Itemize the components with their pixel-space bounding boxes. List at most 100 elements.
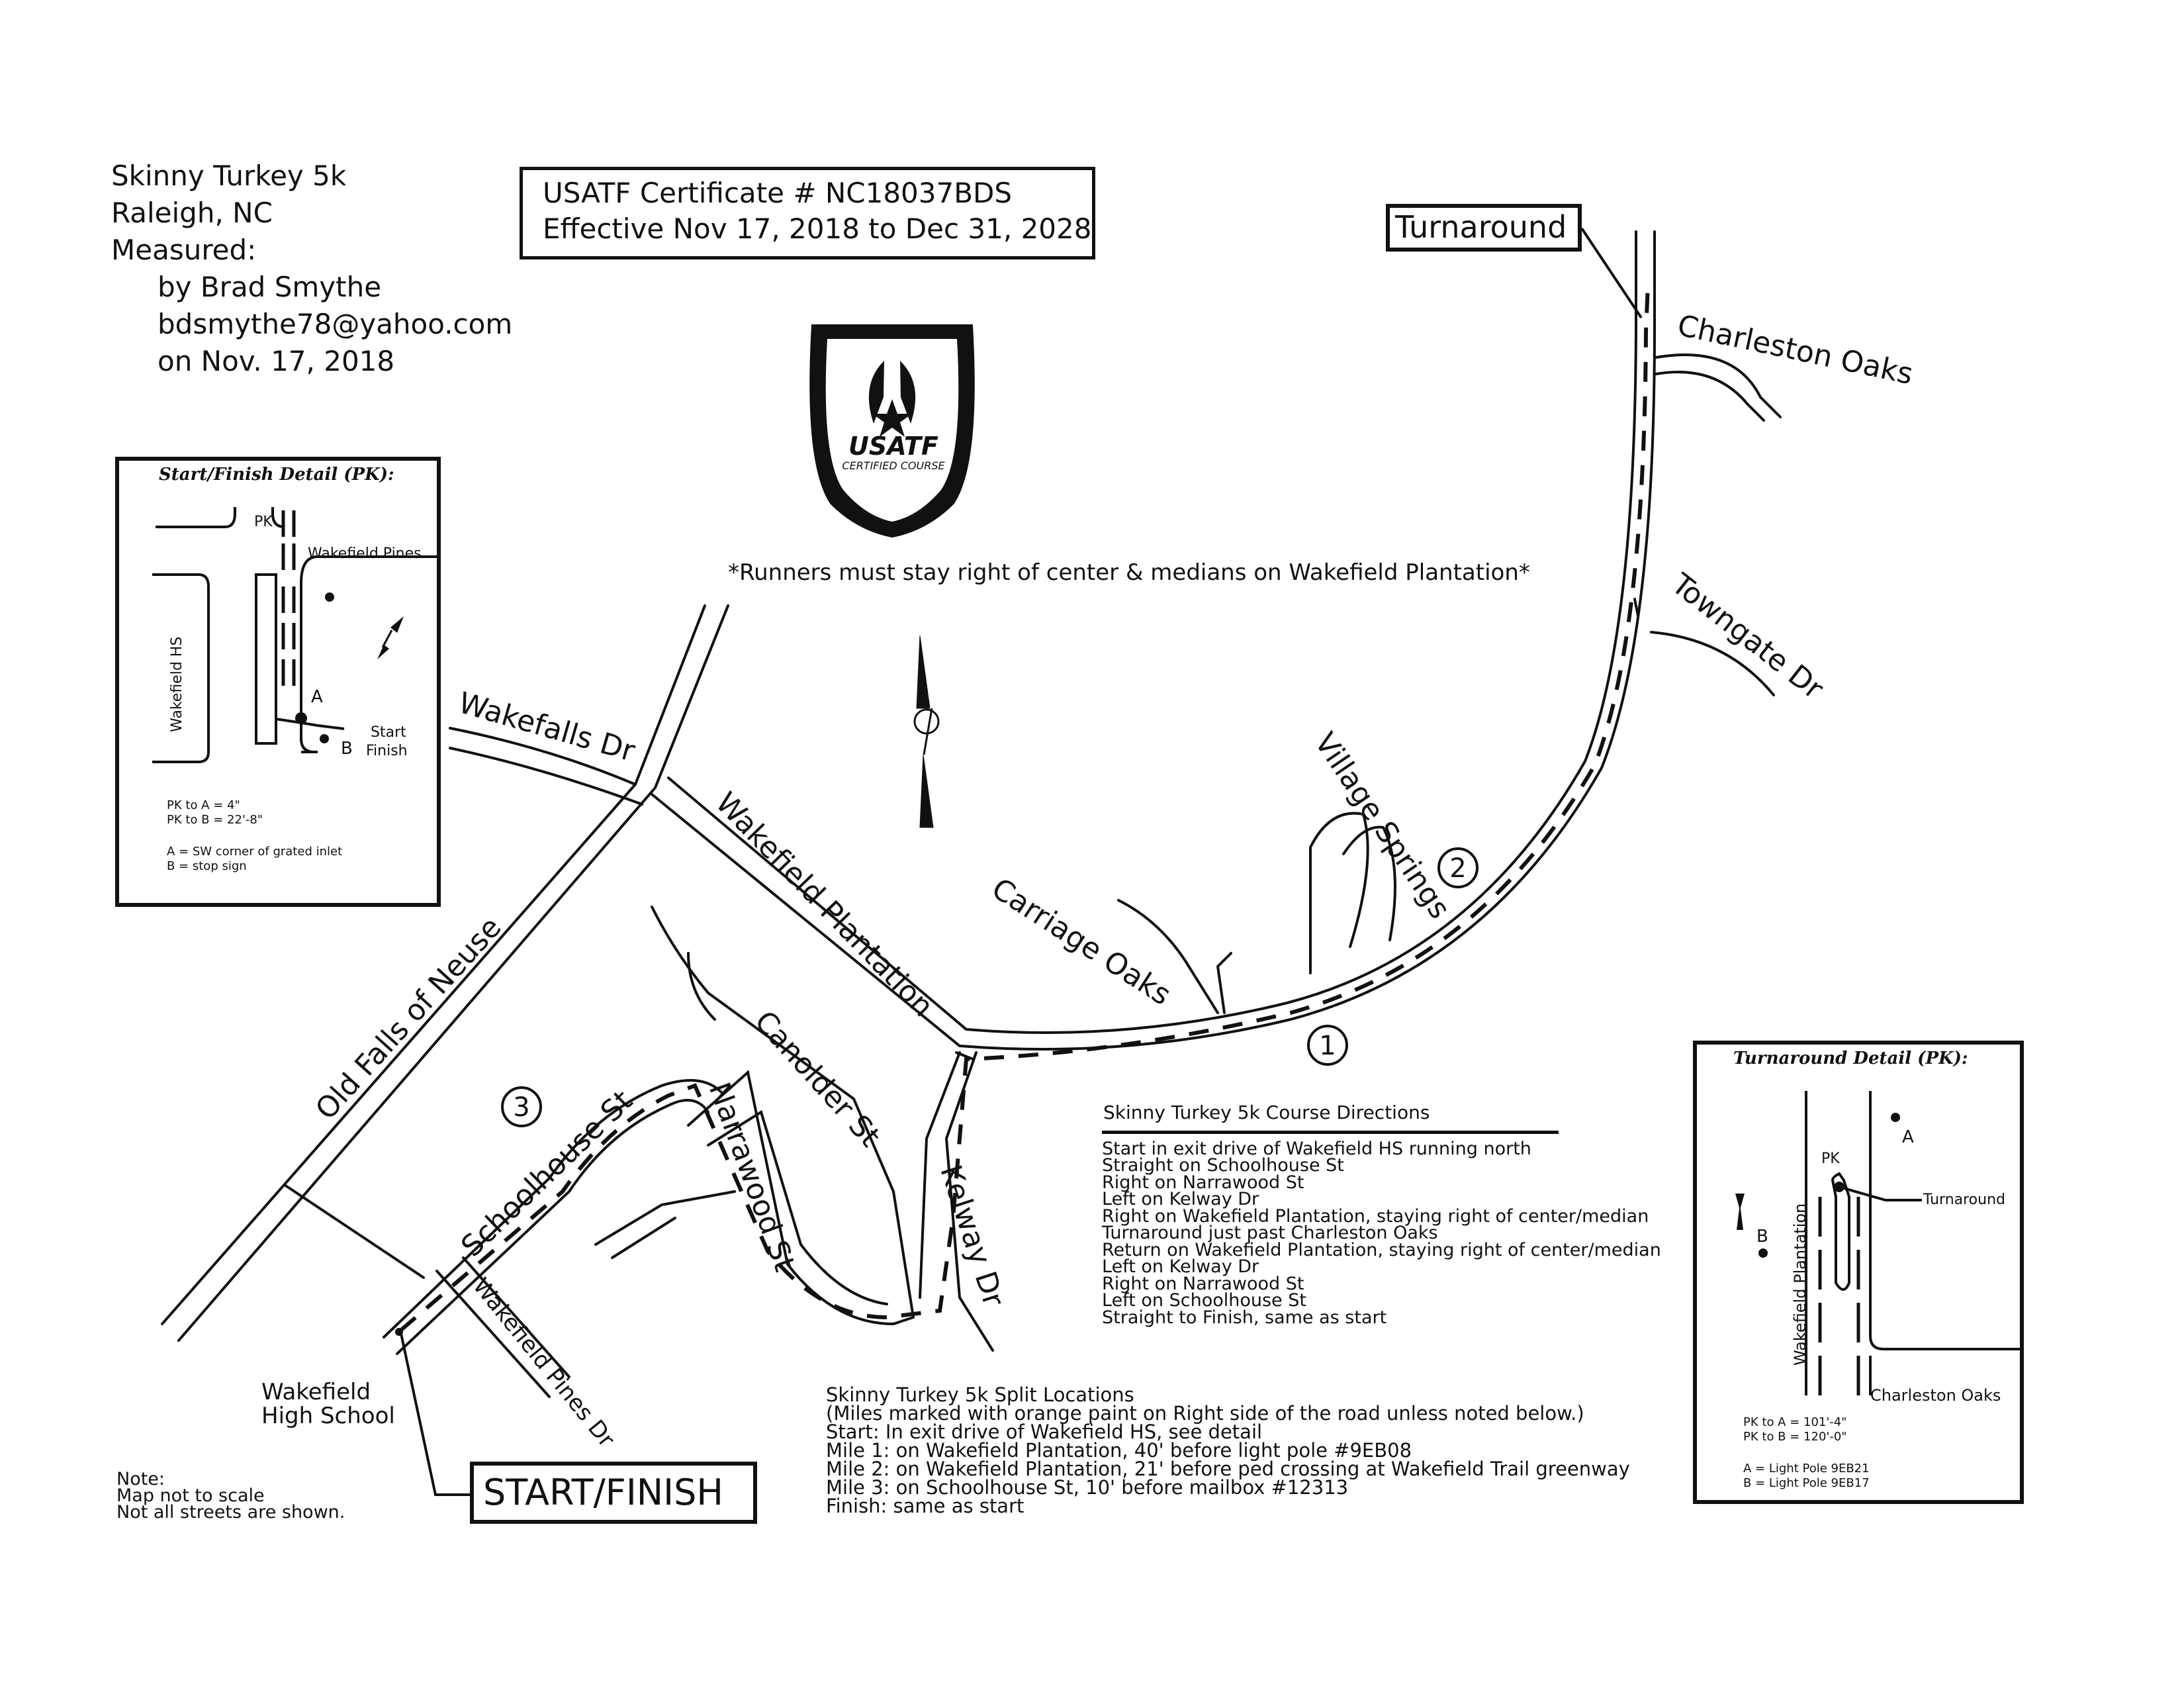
start-finish-leader — [399, 1330, 470, 1496]
turn-detail-a: A — [1902, 1127, 1914, 1147]
start-detail-pk-to-b: PK to B = 22'-8" — [167, 813, 263, 827]
start-detail-b-def: B = stop sign — [167, 859, 247, 873]
start-detail-finish: Finish — [366, 743, 408, 759]
direction-step: Straight on Schoolhouse St — [1102, 1155, 1344, 1176]
badge-subtitle: CERTIFIED COURSE — [842, 459, 945, 472]
road-wakefield-plantation — [651, 230, 1656, 1051]
direction-step: Left on Schoolhouse St — [1102, 1290, 1306, 1311]
usatf-badge — [809, 324, 975, 538]
road-kelway — [919, 1051, 961, 1299]
turnaround-label: Turnaround — [1386, 204, 1582, 252]
turn-detail-a-def: A = Light Pole 9EB21 — [1743, 1462, 1870, 1476]
road-towngate-edge — [1633, 598, 1639, 617]
turnaround-leader — [1580, 227, 1643, 319]
start-detail-b: B — [341, 739, 353, 759]
direction-step: Right on Narrawood St — [1102, 1273, 1304, 1294]
start-detail-start: Start — [371, 724, 406, 741]
race-location: Raleigh, NC — [111, 197, 273, 229]
direction-step: Right on Narrawood St — [1102, 1172, 1304, 1193]
road-carriage-oaks — [1117, 899, 1219, 1014]
road-canolder — [651, 906, 915, 1319]
start-detail-a: A — [311, 687, 323, 707]
road-village-springs — [1309, 812, 1369, 974]
wakefield-hs-line1: Wakefield — [261, 1379, 371, 1405]
start-detail-drawing — [152, 507, 437, 763]
road-charleston-oaks — [1655, 353, 1782, 418]
direction-step: Right on Wakefield Plantation, staying r… — [1102, 1205, 1649, 1227]
direction-step: Turnaround just past Charleston Oaks — [1102, 1223, 1438, 1243]
direction-step: Start in exit drive of Wakefield HS runn… — [1102, 1138, 1531, 1159]
direction-step: Return on Wakefield Plantation, staying … — [1102, 1239, 1661, 1260]
split-line: Finish: same as start — [826, 1495, 1024, 1517]
course-route — [399, 284, 1650, 1333]
road-schoolhouse — [383, 1079, 723, 1338]
turn-detail-title: Turnaround Detail (PK): — [1733, 1049, 1968, 1068]
measured-date: on Nov. 17, 2018 — [158, 345, 395, 377]
wakefield-hs-line2: High School — [261, 1403, 395, 1429]
wakefield-high-school-label: Wakefield High School — [261, 1380, 395, 1428]
road-narrawood-edge — [707, 1109, 888, 1305]
road-canolder-edge — [687, 952, 716, 1021]
road-junction — [955, 1051, 974, 1060]
certificate-effective: Effective Nov 17, 2018 to Dec 31, 2028 — [543, 212, 1092, 245]
turn-detail-pk-to-b: PK to B = 120'-0" — [1743, 1430, 1847, 1444]
direction-step: Straight to Finish, same as start — [1102, 1307, 1387, 1328]
measured-label: Measured: — [111, 234, 257, 266]
course-directions: Skinny Turkey 5k Course Directions Start… — [1102, 1102, 1661, 1328]
road-village-springs-2 — [1342, 825, 1396, 941]
start-finish-detail: Start/Finish Detail (PK): PK Wakefield P… — [115, 457, 441, 907]
split-line: Mile 2: on Wakefield Plantation, 21' bef… — [826, 1458, 1630, 1480]
map-note-line: Note: — [116, 1469, 165, 1489]
road-schoolhouse-edge — [396, 1099, 709, 1355]
measurer-name: by Brad Smythe — [158, 271, 382, 303]
directions-rule — [1102, 1130, 1559, 1134]
turnaround-detail: Turnaround Detail (PK): PK Turnaround Wa… — [1693, 1041, 2024, 1504]
turn-detail-drawing — [1735, 1091, 2020, 1395]
road-wakefield-pines-edge — [462, 1256, 570, 1378]
mile-marker-1: 1 — [1307, 1025, 1348, 1066]
split-line: (Miles marked with orange paint on Right… — [826, 1402, 1584, 1425]
mile-marker-2: 2 — [1437, 847, 1479, 888]
road-wakefield-plantation-edge — [667, 230, 1637, 1034]
runners-note: *Runners must stay right of center & med… — [728, 559, 1530, 586]
direction-step: Left on Kelway Dr — [1102, 1256, 1259, 1277]
race-name: Skinny Turkey 5k — [111, 160, 347, 192]
road-old-falls-of-neuse-edge — [177, 604, 729, 1342]
road-wakefalls-dr-edge — [449, 747, 643, 806]
start-detail-title: Start/Finish Detail (PK): — [159, 465, 394, 485]
start-detail-pk: PK — [254, 514, 273, 530]
map-note-line: Map not to scale — [116, 1485, 265, 1506]
map-note: Note: Map not to scale Not all streets a… — [116, 1469, 345, 1523]
road-hs-drive — [283, 1184, 425, 1279]
turn-detail-pk-to-a: PK to A = 101'-4" — [1743, 1415, 1847, 1429]
direction-step: Left on Kelway Dr — [1102, 1189, 1259, 1209]
road-carriage-oaks-2 — [1216, 952, 1232, 1014]
measurer-email[interactable]: bdsmythe78@yahoo.com — [158, 308, 513, 340]
road-charleston-oaks-edge — [1655, 371, 1765, 422]
road-wakefield-pines — [435, 1270, 551, 1398]
directions-title: Skinny Turkey 5k Course Directions — [1103, 1102, 1430, 1123]
road-narrawood-side — [594, 1190, 736, 1259]
north-arrow-icon — [913, 635, 940, 828]
split-locations: Skinny Turkey 5k Split Locations (Miles … — [826, 1383, 1630, 1517]
splits-title: Skinny Turkey 5k Split Locations — [826, 1383, 1134, 1406]
road-towngate — [1650, 631, 1775, 696]
course-header: Skinny Turkey 5k Raleigh, NC Measured: b… — [111, 158, 512, 380]
start-detail-a-def: A = SW corner of grated inlet — [167, 845, 343, 859]
start-detail-wakefield-hs: Wakefield HS — [169, 636, 185, 732]
certificate-box: USATF Certificate # NC18037BDS Effective… — [520, 167, 1095, 259]
turn-detail-b: B — [1756, 1227, 1768, 1246]
road-wakefalls-dr — [449, 727, 637, 786]
turn-detail-pk: PK — [1821, 1150, 1840, 1167]
road-narrawood — [687, 1070, 915, 1326]
turn-detail-b-def: B = Light Pole 9EB17 — [1743, 1476, 1870, 1490]
split-line: Start: In exit drive of Wakefield HS, se… — [826, 1421, 1263, 1443]
turn-detail-wakefield-plantation: Wakefield Plantation — [1791, 1203, 1809, 1366]
map-note-line: Not all streets are shown. — [116, 1502, 345, 1523]
mile-marker-3: 3 — [501, 1086, 542, 1127]
start-detail-pk-to-a: PK to A = 4" — [167, 798, 240, 812]
badge-name: USATF — [848, 432, 938, 461]
start-detail-wakefield-pines: Wakefield Pines — [308, 545, 422, 562]
turn-detail-charleston-oaks: Charleston Oaks — [1870, 1386, 2001, 1405]
